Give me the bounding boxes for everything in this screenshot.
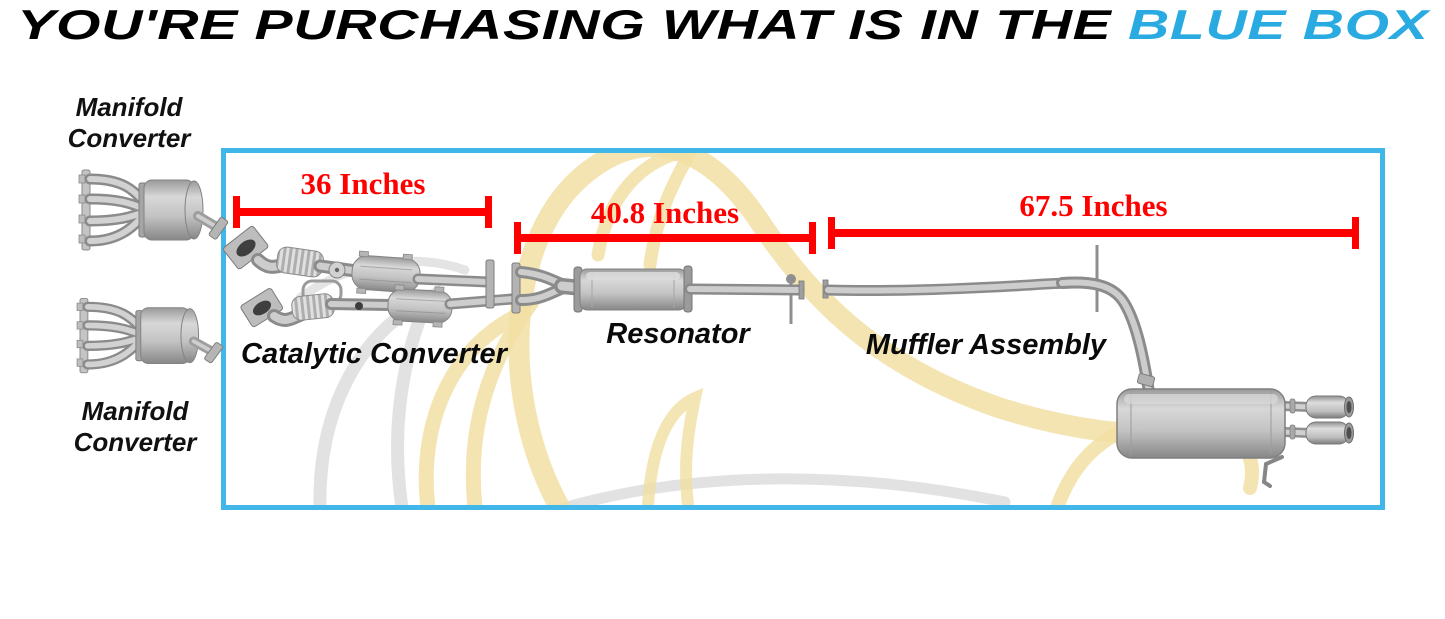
title-highlight: BLUE BOX [1127, 1, 1429, 48]
page-title: YOU'RE PURCHASING WHAT IS IN THE BLUE BO… [0, 0, 1445, 52]
manifold-converter-label-bottom: Manifold Converter [73, 396, 197, 457]
measurement-muffler: 67.5 Inches [1019, 188, 1168, 223]
page-title-text: YOU'RE PURCHASING WHAT IS IN THE BLUE BO… [17, 0, 1428, 50]
manifold-converter-label-top: Manifold Converter [67, 92, 191, 153]
title-prefix: YOU'RE PURCHASING WHAT IS IN THE [16, 1, 1112, 48]
label-catalytic-converter: Catalytic Converter [241, 338, 507, 370]
measurement-resonator: 40.8 Inches [590, 195, 740, 230]
measurement-catalytic: 36 Inches [300, 166, 426, 201]
measurement-line-resonator [514, 222, 816, 254]
manifold-converter-icon-bottom [77, 298, 223, 372]
measurement-line-catalytic [233, 196, 492, 228]
manifold-converter-icon-top [79, 170, 228, 250]
measurement-line-muffler [828, 217, 1359, 249]
label-muffler-assembly: Muffler Assembly [865, 329, 1107, 361]
label-resonator: Resonator [606, 318, 750, 350]
